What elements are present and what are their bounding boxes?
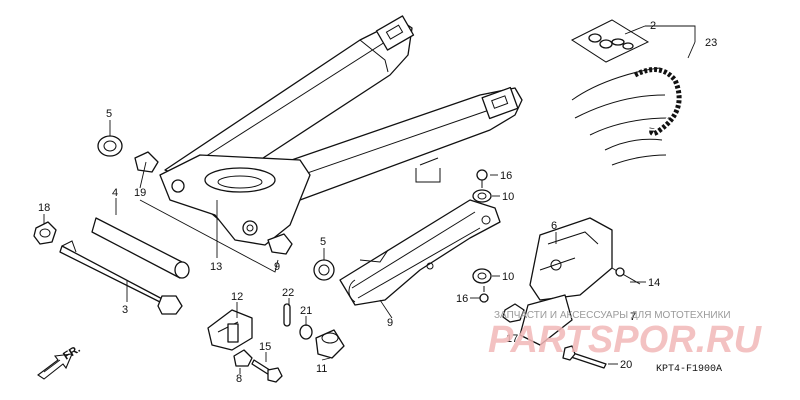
- chain-slider: [339, 199, 501, 306]
- collar-11: [315, 329, 345, 359]
- callout-13: 13: [210, 261, 222, 273]
- pivot-bolt: [59, 240, 183, 315]
- callout-11: 11: [316, 363, 327, 375]
- callout-14: 14: [648, 277, 660, 289]
- callout-7: 7: [630, 311, 636, 323]
- drive-chain: [571, 67, 682, 166]
- pivot-collar: [91, 217, 190, 279]
- chain-master-link: [570, 19, 650, 63]
- callout-19: 19: [134, 187, 146, 199]
- callout-10-lower: 10: [502, 271, 514, 283]
- leader-lines: [43, 25, 696, 374]
- bolt-14: [611, 267, 641, 285]
- chain-guide: [519, 217, 613, 346]
- bushing-9-upper: [267, 233, 293, 255]
- bracket-12: [207, 309, 253, 351]
- pin-22: [283, 303, 291, 327]
- grommet-10-upper: [472, 189, 492, 203]
- callout-5-upper: 5: [106, 108, 112, 120]
- callout-16-lower: 16: [456, 293, 468, 305]
- screw-16-lower: [479, 286, 489, 303]
- bearing-5-upper: [97, 135, 123, 157]
- callout-6: 6: [551, 220, 557, 232]
- callout-23: 23: [705, 37, 717, 49]
- callout-18: 18: [38, 202, 50, 214]
- callout-12: 12: [231, 291, 243, 303]
- callout-5-lower: 5: [320, 236, 326, 248]
- nut-17: [502, 303, 525, 323]
- bolt-20: [562, 345, 607, 369]
- callout-10-upper: 10: [502, 191, 514, 203]
- callout-4: 4: [112, 187, 118, 199]
- callout-2: 2: [650, 20, 656, 32]
- pivot-nut: [33, 221, 57, 245]
- callout-22: 22: [282, 287, 294, 299]
- callout-21: 21: [300, 305, 312, 317]
- diagram-code: KPT4-F1900A: [656, 364, 722, 375]
- callout-8: 8: [236, 373, 242, 385]
- watermark-tagline: ЗАПЧАСТИ И АКСЕССУАРЫ ДЛЯ МОТОТЕХНИКИ: [494, 310, 731, 321]
- callout-9-lower: 9: [387, 317, 393, 329]
- screw-16-upper: [476, 169, 488, 188]
- grommet-10-lower: [472, 268, 492, 284]
- callout-3: 3: [122, 304, 128, 316]
- callout-17: 17: [506, 333, 518, 345]
- bolt-15: [251, 359, 283, 383]
- watermark-brand: PARTSPOR.RU: [488, 319, 763, 361]
- collar-5-lower: [313, 259, 335, 281]
- collar-8: [233, 349, 253, 367]
- front-arrow-icon: [37, 353, 73, 380]
- callout-15: 15: [259, 341, 271, 353]
- callout-16-upper: 16: [500, 170, 512, 182]
- collar-21: [299, 324, 313, 340]
- callout-9-upper: 9: [274, 261, 280, 273]
- callout-20: 20: [620, 359, 632, 371]
- swingarm: [159, 15, 523, 246]
- pivot-bushing-19: [134, 151, 159, 173]
